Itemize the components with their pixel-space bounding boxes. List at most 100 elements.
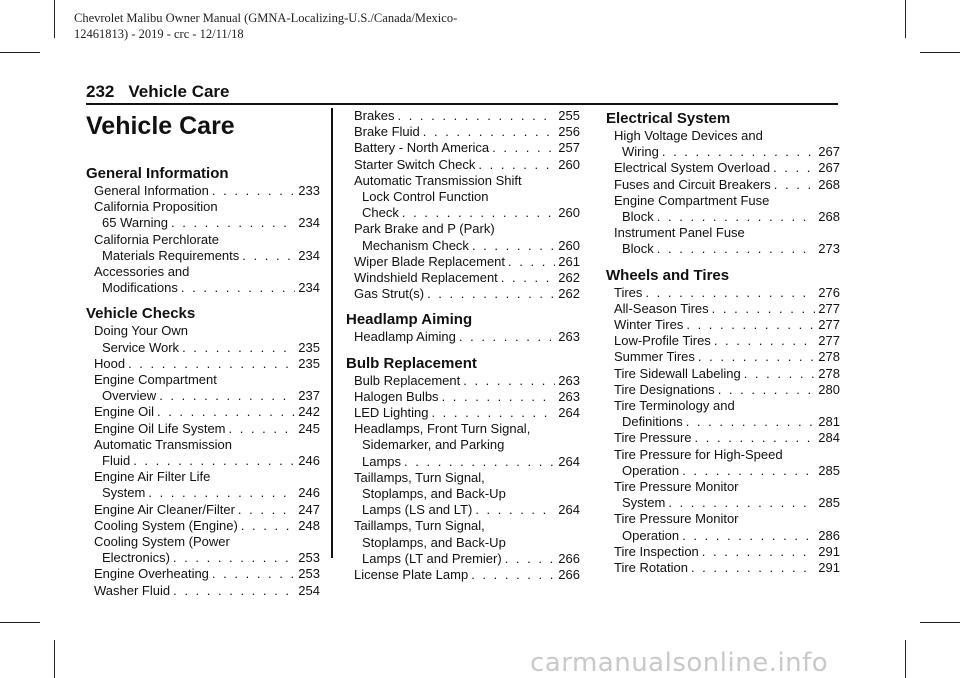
toc-entry[interactable]: Headlamp Aiming263 <box>346 329 580 345</box>
toc-entry[interactable]: Automatic TransmissionFluid246 <box>86 437 320 469</box>
toc-entry[interactable]: Brake Fluid256 <box>346 124 580 140</box>
entry-last-line: Low-Profile Tires277 <box>614 333 840 349</box>
toc-entry[interactable]: Windshield Replacement262 <box>346 270 580 286</box>
toc-entry[interactable]: Tire Pressure284 <box>606 430 840 446</box>
toc-entry[interactable]: Tire Terminology andDefinitions281 <box>606 398 840 430</box>
toc-entry[interactable]: Brakes 255 <box>346 108 580 124</box>
toc-entry[interactable]: Bulb Replacement263 <box>346 373 580 389</box>
entry-page-number: 255 <box>558 108 580 123</box>
dot-leader <box>682 528 815 544</box>
entry-page-number: 234 <box>298 247 320 263</box>
entry-page-number: 284 <box>818 430 840 446</box>
toc-entry[interactable]: High Voltage Devices andWiring267 <box>606 128 840 160</box>
entry-page-number: 262 <box>558 286 580 302</box>
dot-leader <box>173 583 295 599</box>
toc-entry[interactable]: Tire Rotation291 <box>606 560 840 576</box>
toc-entry[interactable]: Taillamps, Turn Signal,Stoplamps, and Ba… <box>346 518 580 567</box>
toc-entry[interactable]: Engine Oil242 <box>86 404 320 420</box>
entry-page-number: 278 <box>818 349 840 365</box>
toc-entry[interactable]: Halogen Bulbs263 <box>346 389 580 405</box>
toc-entry[interactable]: Tire Pressure MonitorOperation286 <box>606 511 840 543</box>
dot-leader <box>404 454 555 470</box>
toc-entry[interactable]: Fuses and Circuit Breakers268 <box>606 177 840 193</box>
toc-entry[interactable]: Wiper Blade Replacement261 <box>346 254 580 270</box>
entry-label: Brakes <box>354 108 395 123</box>
toc-entry[interactable]: General Information233 <box>86 183 320 199</box>
toc-entry[interactable]: Engine Air Cleaner/Filter247 <box>86 502 320 518</box>
entry-label-line: Headlamps, Front Turn Signal, <box>354 421 531 437</box>
dot-leader <box>662 144 815 160</box>
entry-label: Hood <box>94 355 126 371</box>
page-number: 232 <box>86 82 115 101</box>
entry-label: Block <box>622 241 654 257</box>
toc-entry[interactable]: License Plate Lamp266 <box>346 567 580 583</box>
entry-page-number: 268 <box>818 176 840 192</box>
dot-leader <box>744 366 816 382</box>
toc-entry[interactable]: Engine Air Filter LifeSystem246 <box>86 469 320 501</box>
entry-page-number: 253 <box>298 550 320 566</box>
dot-leader <box>181 280 295 296</box>
toc-entry[interactable]: Park Brake and P (Park)Mechanism Check26… <box>346 221 580 253</box>
toc-entry[interactable]: Battery - North America257 <box>346 140 580 156</box>
crop-mark <box>905 0 906 38</box>
toc-entry[interactable]: Cooling System (Engine)248 <box>86 518 320 534</box>
entry-page-number: 235 <box>298 355 320 371</box>
toc-entry[interactable]: Headlamps, Front Turn Signal,Sidemarker,… <box>346 421 580 470</box>
toc-entry[interactable]: All-Season Tires277 <box>606 301 840 317</box>
dot-leader <box>128 356 295 372</box>
entry-label: General Information <box>94 183 209 198</box>
entry-last-line: Starter Switch Check260 <box>354 157 580 173</box>
toc-entry[interactable]: Engine Overheating253 <box>86 566 320 582</box>
toc-entry[interactable]: Tire Pressure MonitorSystem285 <box>606 479 840 511</box>
toc-entry[interactable]: Engine Oil Life System245 <box>86 421 320 437</box>
toc-entry[interactable]: Tire Pressure for High-SpeedOperation285 <box>606 447 840 479</box>
entry-page-number: 281 <box>818 414 840 430</box>
entry-label-line: Instrument Panel Fuse <box>614 225 745 241</box>
entry-page-number: 253 <box>298 566 320 582</box>
entry-last-line: Gas Strut(s)262 <box>354 286 580 302</box>
toc-entry[interactable]: Washer Fluid254 <box>86 583 320 599</box>
entry-last-line: Battery - North America257 <box>354 140 580 156</box>
entry-label: Materials Requirements <box>102 247 240 263</box>
entry-label: Wiring <box>622 144 659 160</box>
entry-last-line: LED Lighting264 <box>354 405 580 421</box>
toc-entry[interactable]: Tire Inspection291 <box>606 544 840 560</box>
toc-entry[interactable]: Winter Tires277 <box>606 317 840 333</box>
entry-label: Lamps (LS and LT) <box>362 502 473 518</box>
toc-entry[interactable]: Tire Sidewall Labeling278 <box>606 366 840 382</box>
entry-last-line: Fluid246 <box>94 453 320 469</box>
entry-label-line: Engine Compartment <box>94 372 217 388</box>
toc-entry[interactable]: Summer Tires278 <box>606 349 840 365</box>
entry-label-line: Tire Terminology and <box>614 398 735 414</box>
toc-entry[interactable]: Instrument Panel FuseBlock273 <box>606 225 840 257</box>
section-title: General Information <box>86 165 229 182</box>
toc-entry[interactable]: Low-Profile Tires277 <box>606 333 840 349</box>
toc-entry[interactable]: LED Lighting264 <box>346 405 580 421</box>
column-divider <box>331 108 333 558</box>
entry-last-line: Windshield Replacement262 <box>354 270 580 286</box>
toc-entry[interactable]: Starter Switch Check260 <box>346 157 580 173</box>
toc-entry[interactable]: Tire Designations280 <box>606 382 840 398</box>
toc-entry[interactable]: Hood 235 <box>86 356 320 372</box>
entry-last-line: Electrical System Overload267 <box>614 160 840 176</box>
toc-entry[interactable]: Engine CompartmentOverview237 <box>86 372 320 404</box>
toc-entry[interactable]: Electrical System Overload267 <box>606 160 840 176</box>
dot-leader <box>505 551 556 567</box>
entry-page-number: 277 <box>818 317 840 333</box>
toc-entry[interactable]: Gas Strut(s)262 <box>346 286 580 302</box>
toc-entry[interactable]: Engine Compartment FuseBlock268 <box>606 193 840 225</box>
entry-label-line: Engine Air Filter Life <box>94 469 211 485</box>
dot-leader <box>471 567 555 583</box>
toc-entry[interactable]: Accessories andModifications234 <box>86 264 320 296</box>
toc-entry[interactable]: Tires276 <box>606 285 840 301</box>
toc-entry[interactable]: Taillamps, Turn Signal,Stoplamps, and Ba… <box>346 470 580 519</box>
entry-label: Headlamp Aiming <box>354 329 456 345</box>
